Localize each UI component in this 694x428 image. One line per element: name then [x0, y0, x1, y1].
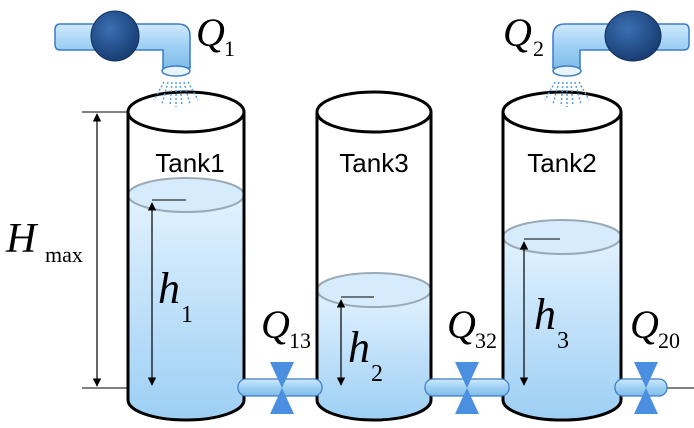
svg-text:h: h: [158, 264, 180, 313]
svg-text:h: h: [534, 290, 556, 339]
svg-text:13: 13: [289, 328, 311, 353]
spray-1: [153, 81, 199, 107]
q13-label: Q 13: [261, 302, 311, 353]
svg-text:3: 3: [557, 328, 569, 354]
pump-1[interactable]: [54, 10, 191, 77]
svg-text:Q: Q: [196, 10, 225, 55]
tank-1: [126, 90, 246, 422]
h2-label: h 2: [348, 323, 383, 387]
spray-2: [544, 81, 590, 107]
svg-text:2: 2: [371, 361, 383, 387]
svg-text:max: max: [45, 242, 83, 267]
q1-label: Q 1: [196, 10, 235, 61]
h3-label: h 3: [534, 290, 569, 354]
pipe-20: [614, 378, 668, 397]
valve-20[interactable]: [634, 362, 658, 414]
h1-label: h 1: [158, 264, 193, 328]
svg-text:Q: Q: [261, 302, 290, 347]
svg-text:32: 32: [475, 328, 497, 353]
q2-label: Q 2: [503, 10, 544, 61]
valve-32[interactable]: [455, 362, 479, 414]
tank-3-label: Tank3: [339, 148, 408, 178]
svg-text:1: 1: [224, 36, 235, 61]
svg-text:h: h: [348, 323, 370, 372]
tank-3: [315, 90, 433, 422]
svg-text:Q: Q: [630, 302, 659, 347]
tank-2: [501, 90, 623, 422]
hmax-label: H max: [5, 216, 83, 267]
svg-text:20: 20: [658, 328, 680, 353]
svg-text:2: 2: [533, 36, 544, 61]
q20-label: Q 20: [630, 302, 680, 353]
svg-text:Q: Q: [503, 10, 532, 55]
svg-text:Q: Q: [447, 302, 476, 347]
valve-13[interactable]: [270, 362, 294, 414]
q32-label: Q 32: [447, 302, 497, 353]
tank-1-label: Tank1: [155, 148, 224, 178]
pump-2[interactable]: [552, 10, 690, 77]
tank-2-label: Tank2: [527, 148, 596, 178]
svg-text:H: H: [5, 216, 39, 262]
svg-text:1: 1: [181, 302, 193, 328]
